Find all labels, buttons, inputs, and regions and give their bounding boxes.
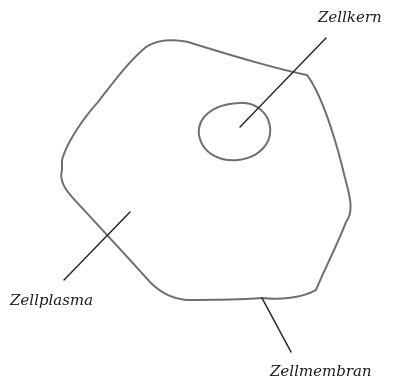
- membrane-leader-line: [262, 298, 291, 352]
- nucleus-leader-line: [240, 38, 326, 127]
- membrane-label: Zellmembran: [269, 362, 372, 380]
- cytoplasm-label: Zellplasma: [9, 291, 93, 309]
- nucleus-label: Zellkern: [317, 8, 382, 26]
- cell-membrane-outline: [61, 40, 350, 300]
- nucleus-outline: [199, 103, 270, 160]
- cytoplasm-leader-line: [64, 212, 130, 280]
